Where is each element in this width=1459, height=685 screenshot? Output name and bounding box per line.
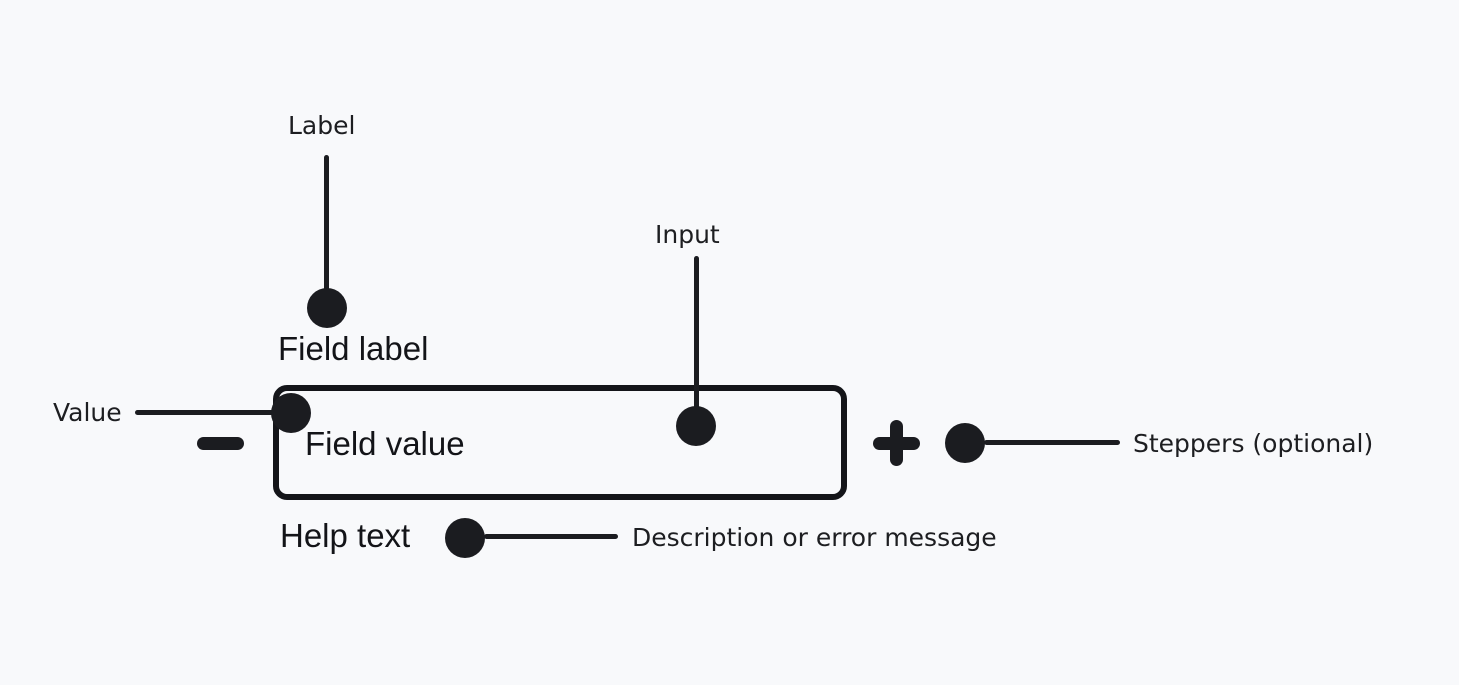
callout-label-leader-line: [324, 155, 329, 308]
callout-label-dot: [307, 288, 347, 328]
callout-steppers-text: Steppers (optional): [1133, 429, 1374, 458]
callout-input-leader-line: [694, 256, 699, 426]
callout-input-dot: [676, 406, 716, 446]
callout-description-text: Description or error message: [632, 523, 997, 552]
callout-steppers-leader-line: [984, 440, 1120, 445]
minus-icon: [197, 437, 244, 450]
field-label: Field label: [278, 330, 429, 367]
callout-description-dot: [445, 518, 485, 558]
callout-value-text: Value: [53, 398, 122, 427]
plus-icon: [873, 420, 920, 466]
number-input-field: [273, 385, 847, 500]
callout-steppers-dot: [945, 423, 985, 463]
callout-label-text: Label: [288, 111, 356, 140]
callout-description-leader-line: [484, 534, 618, 539]
callout-value-dot: [271, 393, 311, 433]
callout-value-leader-line: [135, 410, 291, 415]
plus-icon-vertical-bar: [890, 420, 903, 466]
field-value-text: Field value: [305, 425, 465, 462]
help-text: Help text: [280, 517, 411, 554]
callout-input-text: Input: [655, 220, 720, 249]
